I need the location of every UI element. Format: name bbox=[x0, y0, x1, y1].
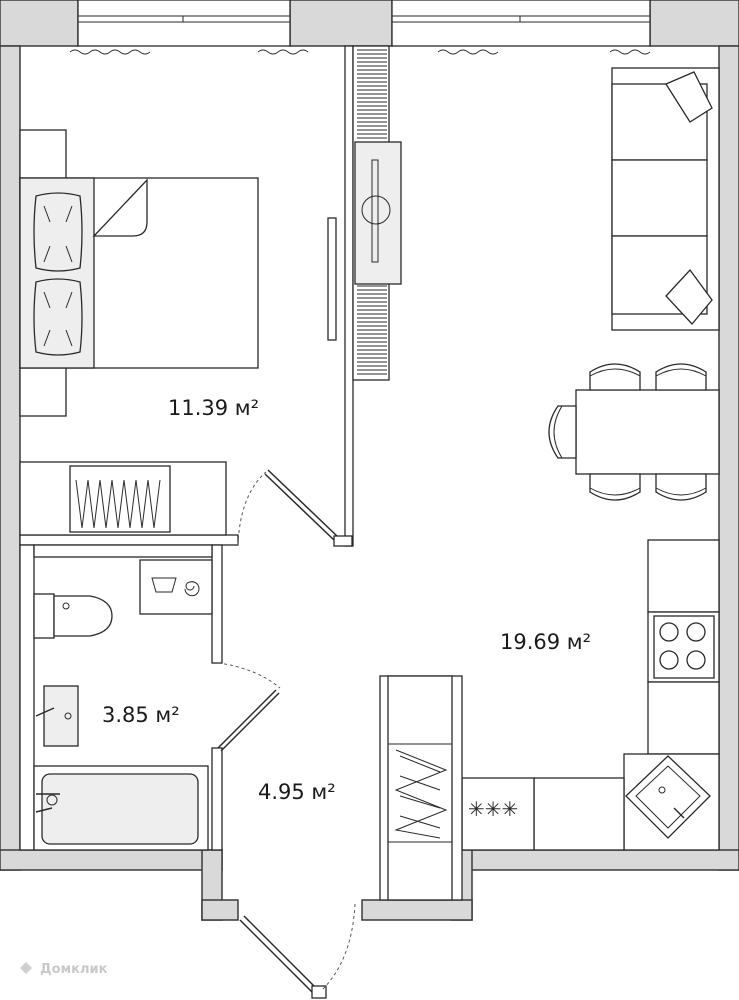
toilet-tank bbox=[33, 593, 55, 639]
window-living bbox=[391, 0, 651, 55]
kitchen: ✳✳✳ bbox=[379, 539, 720, 901]
dining-table bbox=[575, 389, 720, 475]
window-bedroom bbox=[69, 0, 309, 55]
bedroom-door bbox=[237, 469, 353, 547]
chair-bottom-2 bbox=[655, 473, 707, 501]
exterior-walls bbox=[0, 0, 739, 921]
bathroom-area-label: 3.85 м² bbox=[102, 703, 180, 727]
cabinet-mid bbox=[647, 681, 720, 755]
pillow-1 bbox=[33, 192, 83, 272]
bedroom-area-label: 11.39 м² bbox=[168, 396, 259, 420]
svg-text:✳✳✳: ✳✳✳ bbox=[468, 797, 518, 821]
watermark-logo-icon bbox=[20, 962, 32, 974]
chair-left bbox=[548, 405, 577, 459]
entrance-door bbox=[239, 903, 356, 999]
living-room bbox=[548, 67, 720, 501]
chair-bottom-1 bbox=[589, 473, 641, 501]
watermark: Домклик bbox=[20, 962, 108, 977]
bathroom bbox=[33, 559, 213, 851]
cabinet-upper bbox=[647, 539, 720, 613]
counter bbox=[533, 777, 625, 851]
toilet bbox=[53, 595, 113, 637]
shelving-unit bbox=[352, 45, 402, 381]
sink-bath bbox=[43, 685, 79, 747]
chair-top-2 bbox=[655, 363, 707, 391]
tv bbox=[327, 217, 337, 341]
chair-top-1 bbox=[589, 363, 641, 391]
living-area-label: 19.69 м² bbox=[500, 630, 591, 654]
washing-machine bbox=[139, 559, 213, 615]
pillow-2 bbox=[33, 278, 83, 356]
watermark-text: Домклик bbox=[40, 962, 108, 977]
bedroom bbox=[19, 129, 337, 536]
bathroom-door bbox=[217, 662, 281, 752]
hallway-area-label: 4.95 м² bbox=[258, 780, 336, 804]
appliance bbox=[461, 777, 535, 851]
